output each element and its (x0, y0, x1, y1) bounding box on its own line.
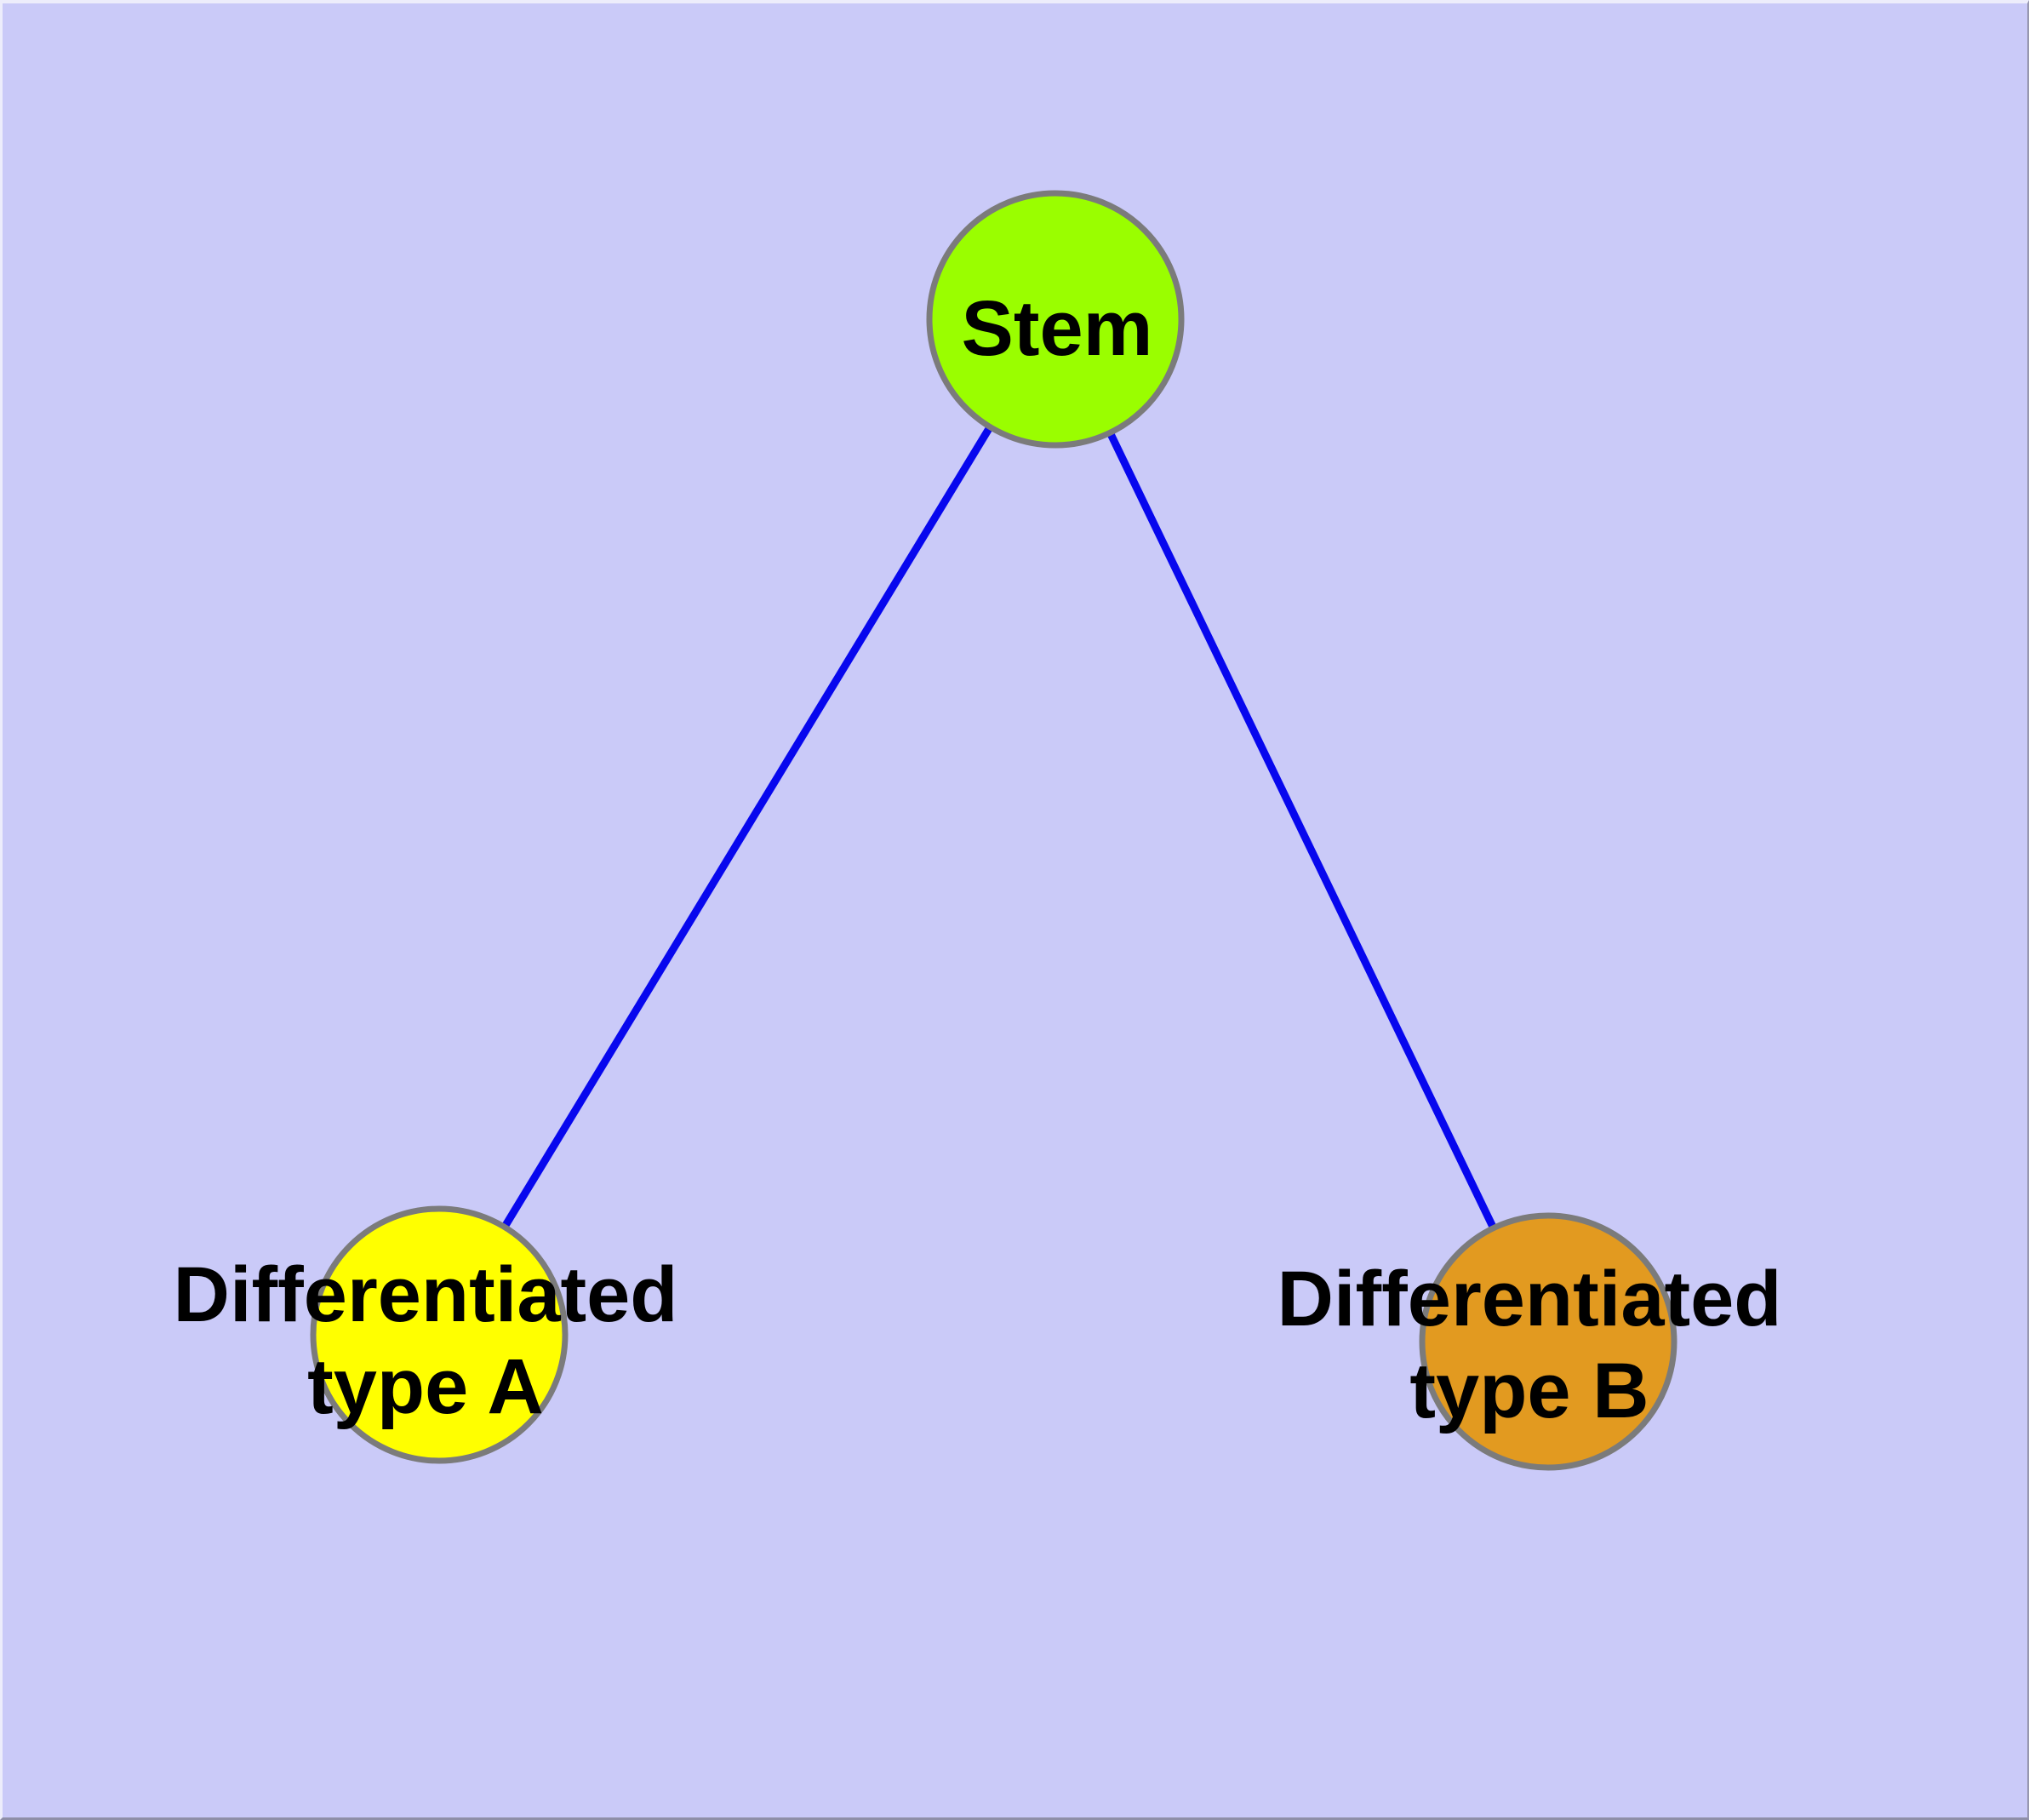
label-group: Stem Differentiated type A Differentiate… (174, 285, 1782, 1434)
edge-stem-to-type-a (436, 317, 1059, 1337)
graph-diagram: Stem Differentiated type A Differentiate… (3, 3, 2027, 1817)
node-type-b-label-line2: type B (1409, 1348, 1649, 1434)
node-type-b-label-line1: Differentiated (1277, 1256, 1782, 1342)
node-group (310, 190, 1677, 1471)
top-edge-hairline (0, 0, 2029, 1)
edge-stem-to-type-b (1051, 318, 1552, 1343)
node-type-a-label-line2: type A (307, 1343, 544, 1430)
node-differentiated-type-a (310, 1205, 569, 1464)
node-stem-label: Stem (962, 285, 1153, 372)
node-differentiated-type-b (1419, 1212, 1677, 1471)
node-type-a-label-line1: Differentiated (174, 1251, 678, 1338)
node-stem (926, 190, 1185, 449)
